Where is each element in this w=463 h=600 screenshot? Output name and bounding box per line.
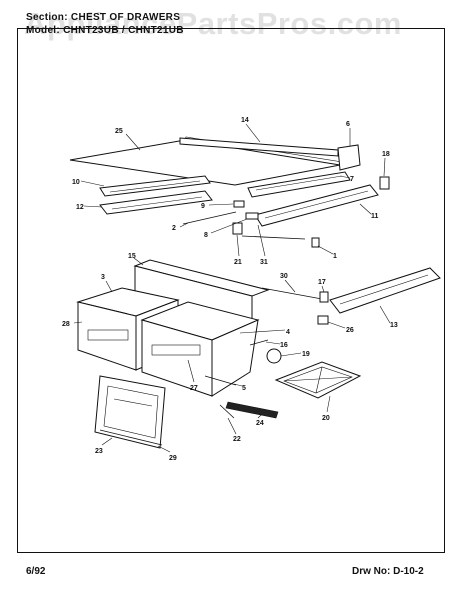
model-title: Model: CHNT23UB / CHNT21UB [26, 25, 184, 36]
drawing-frame [17, 28, 445, 553]
callout-21: 21 [234, 259, 242, 266]
upper-rail-part [247, 171, 351, 198]
left-rail-part [99, 175, 213, 215]
callout-3: 3 [101, 274, 105, 281]
callout-31: 31 [260, 259, 268, 266]
right-slide-part [254, 184, 379, 227]
revision-date: 6/92 [26, 566, 46, 577]
callout-14: 14 [241, 117, 249, 124]
leader-lines [73, 123, 391, 453]
rod-30-part [261, 287, 323, 300]
callout-17: 17 [318, 279, 326, 286]
watermark: AppliancePartsPros.com [24, 6, 402, 41]
stop-part [233, 200, 245, 208]
rod-part [182, 211, 237, 225]
shelf-trim-part [179, 137, 361, 171]
trim-strip-part [99, 429, 163, 446]
bracket-part [245, 212, 259, 220]
control-knob-part [266, 348, 282, 364]
callout-28: 28 [62, 321, 70, 328]
drawer-slide-part [204, 375, 237, 386]
callout-4: 4 [286, 329, 290, 336]
callout-27: 27 [190, 385, 198, 392]
rod-31-part [241, 235, 306, 240]
callout-13: 13 [390, 322, 398, 329]
section-title: Section: CHEST OF DRAWERS [26, 12, 181, 23]
callout-20: 20 [322, 415, 330, 422]
callout-29: 29 [169, 455, 177, 462]
callout-1: 1 [333, 253, 337, 260]
callout-10: 10 [72, 179, 80, 186]
clip-17-part [319, 291, 329, 303]
hinge-part [317, 315, 329, 325]
callout-26: 26 [346, 327, 354, 334]
callout-12: 12 [76, 204, 84, 211]
callout-18: 18 [382, 151, 390, 158]
callout-22: 22 [233, 436, 241, 443]
callout-9: 9 [201, 203, 205, 210]
right-drawer-part [140, 301, 260, 397]
clip-1-part [311, 237, 320, 248]
callout-24: 24 [256, 420, 264, 427]
callout-19: 19 [302, 351, 310, 358]
support-part [232, 222, 243, 235]
callout-2: 2 [172, 225, 176, 232]
callout-7: 7 [350, 176, 354, 183]
callout-5: 5 [242, 385, 246, 392]
slide-rail-part [225, 401, 279, 419]
callout-30: 30 [280, 273, 288, 280]
tray-frame-part [274, 361, 362, 399]
callout-11: 11 [371, 213, 379, 220]
lower-rail-part [329, 267, 441, 314]
callout-25: 25 [115, 128, 123, 135]
callout-6: 6 [346, 121, 350, 128]
rod-22-part [219, 404, 235, 419]
clip-part [379, 176, 390, 190]
callout-labels: 25 14 6 18 10 7 12 9 11 2 8 21 31 1 15 3… [62, 117, 398, 462]
drawer-front-part [94, 375, 166, 449]
callout-16: 16 [280, 342, 288, 349]
callout-23: 23 [95, 448, 103, 455]
drawing-number: Drw No: D-10-2 [352, 566, 424, 577]
bracket-16-part [249, 339, 269, 346]
callout-15: 15 [128, 253, 136, 260]
callout-8: 8 [204, 232, 208, 239]
